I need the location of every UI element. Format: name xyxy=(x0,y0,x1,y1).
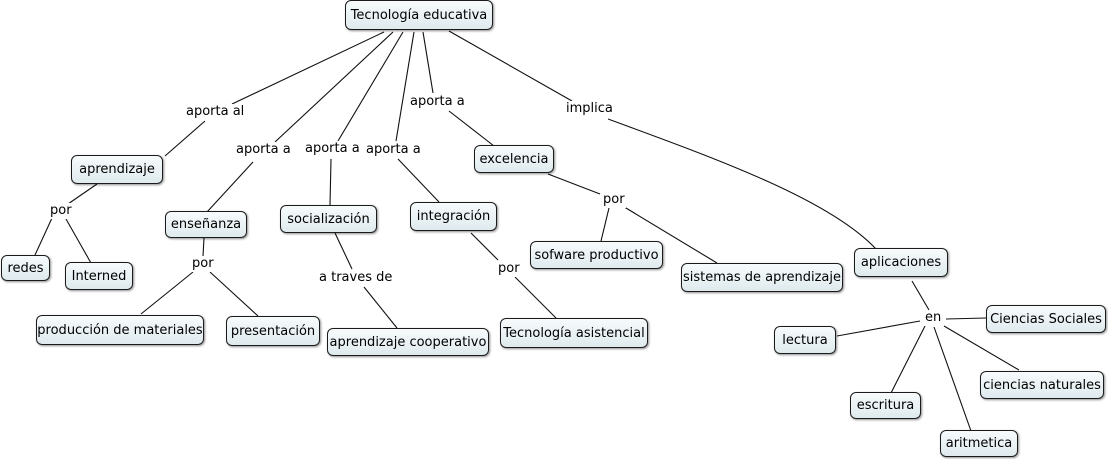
edge-root-aporta-a-3 xyxy=(395,31,415,142)
edge-root-aporta-a-4 xyxy=(422,31,434,94)
edge-excelencia-por xyxy=(547,173,601,195)
concept-ensenanza[interactable]: enseñanza xyxy=(165,211,247,238)
concept-sofware-productivo[interactable]: sofware productivo xyxy=(530,241,663,269)
link-aporta-a-socializacion: aporta a xyxy=(304,141,361,157)
concept-ciencias-naturales[interactable]: ciencias naturales xyxy=(980,371,1104,399)
concept-aplicaciones[interactable]: aplicaciones xyxy=(854,248,948,277)
concept-presentacion[interactable]: presentación xyxy=(226,316,320,346)
concept-aprendizaje[interactable]: aprendizaje xyxy=(71,155,163,184)
concept-excelencia[interactable]: excelencia xyxy=(474,145,554,173)
edge-implica-aplicaciones xyxy=(607,118,877,250)
edge-por-produccion xyxy=(140,271,194,315)
edge-ensenanza-por xyxy=(202,237,205,257)
edge-por-presentacion xyxy=(209,271,259,317)
link-en: en xyxy=(924,310,943,326)
edge-root-aporta-a-1 xyxy=(274,31,394,143)
edge-por-sistemas xyxy=(620,204,718,264)
edge-aprendizaje-por xyxy=(67,183,98,205)
edge-por-sofware xyxy=(600,207,610,242)
concept-lectura[interactable]: lectura xyxy=(774,326,836,354)
concept-tecnologia-educativa[interactable]: Tecnología educativa xyxy=(345,0,493,30)
link-implica: implica xyxy=(565,101,614,117)
link-aporta-al: aporta al xyxy=(185,104,246,120)
edge-root-aporta-al xyxy=(231,31,385,105)
concept-socializacion[interactable]: socialización xyxy=(280,205,377,233)
edge-root-aporta-a-2 xyxy=(337,31,404,142)
link-por-aprendizaje: por xyxy=(49,203,73,219)
link-aporta-a-ensenanza: aporta a xyxy=(235,142,292,158)
concept-aprendizaje-cooperativo[interactable]: aprendizaje cooperativo xyxy=(327,328,489,356)
concept-aritmetica[interactable]: aritmetica xyxy=(940,430,1018,457)
edge-integracion-por xyxy=(470,232,499,261)
edge-en-cs-sociales xyxy=(945,317,987,320)
edge-en-cs-naturales xyxy=(943,325,1020,371)
edge-socializacion-a-traves xyxy=(334,232,353,270)
concept-ciencias-sociales[interactable]: Ciencias Sociales xyxy=(986,305,1106,333)
edge-en-escritura xyxy=(890,325,926,394)
concept-redes[interactable]: redes xyxy=(1,255,50,281)
concept-interned[interactable]: Interned xyxy=(65,262,133,290)
edge-aporta-al-aprendizaje xyxy=(164,120,206,157)
edge-por-interned xyxy=(65,218,92,264)
concept-produccion-de-materiales[interactable]: producción de materiales xyxy=(36,315,204,345)
edge-root-implica xyxy=(448,30,573,102)
link-por-ensenanza: por xyxy=(191,256,215,272)
edge-a-traves-coop xyxy=(363,286,398,329)
edge-aporta-a-ensenanza xyxy=(206,161,254,213)
concept-sistemas-de-aprendizaje[interactable]: sistemas de aprendizaje xyxy=(681,263,843,292)
link-aporta-a-integracion: aporta a xyxy=(365,142,422,158)
edge-aporta-a-socializacion xyxy=(329,158,332,206)
edge-en-lectura xyxy=(836,320,921,337)
edge-por-redes xyxy=(34,217,53,256)
edge-aplicaciones-en xyxy=(911,280,930,311)
edge-aporta-a-excelencia xyxy=(448,110,495,147)
concept-escritura[interactable]: escritura xyxy=(850,392,921,419)
link-a-traves-de: a traves de xyxy=(318,270,394,286)
concept-integracion[interactable]: integración xyxy=(410,202,497,231)
edge-aporta-a-integracion xyxy=(397,158,440,203)
concept-tecnologia-asistencial[interactable]: Tecnología asistencial xyxy=(500,318,648,348)
link-por-excelencia: por xyxy=(602,192,626,208)
edge-en-aritmetica xyxy=(933,326,972,432)
link-por-integracion: por xyxy=(497,261,521,277)
edge-por-tec-asistencial xyxy=(514,276,557,319)
link-aporta-a-excelencia: aporta a xyxy=(409,94,466,110)
